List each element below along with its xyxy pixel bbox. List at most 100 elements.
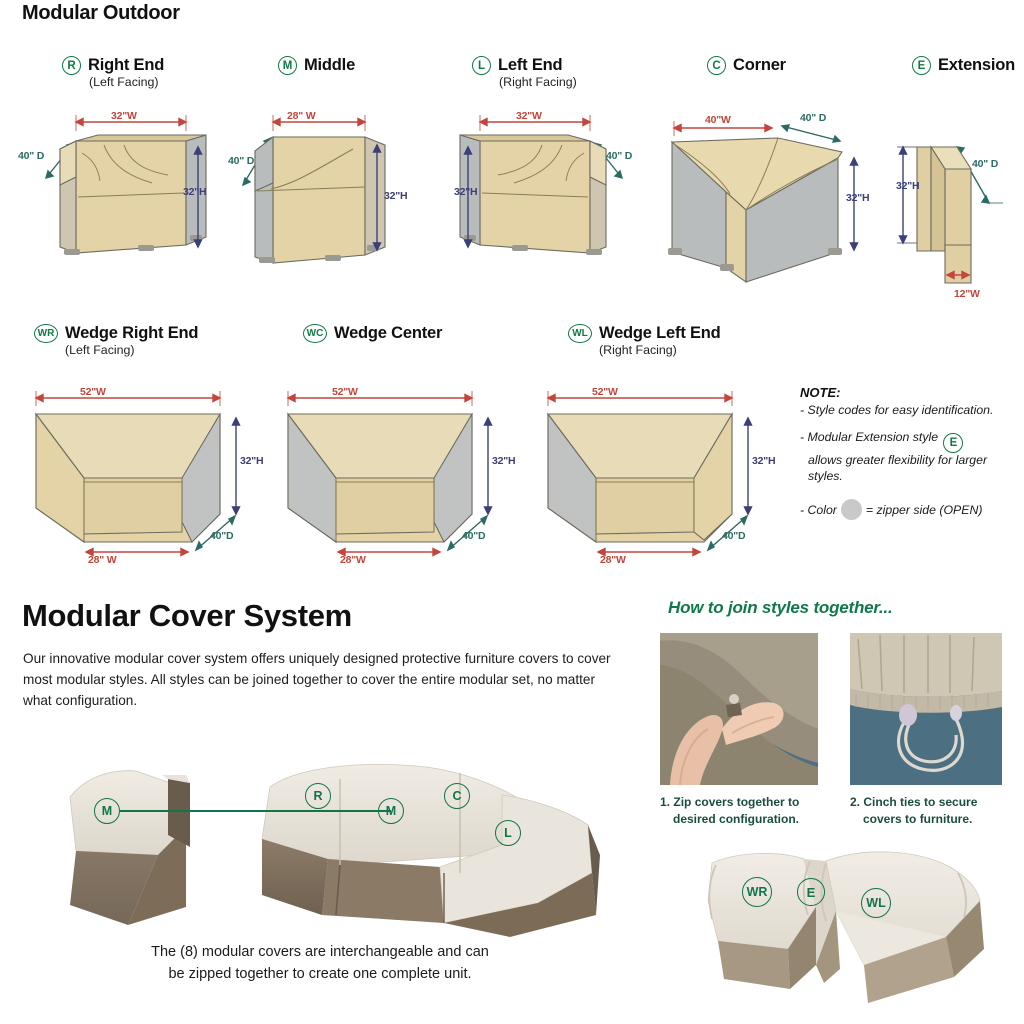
zipper-color-swatch xyxy=(840,499,862,521)
style-badge-wl: WL xyxy=(568,324,592,343)
howto-step-2-number: 2. xyxy=(850,795,861,809)
style-header-corner: C Corner xyxy=(707,56,786,75)
howto-step-1-line1: Zip covers together to xyxy=(673,795,800,809)
note-line-style-codes: - Style codes for easy identification. xyxy=(800,403,994,417)
style-sublabel-left-end: (Right Facing) xyxy=(499,75,577,89)
cover-system-paragraph: Our innovative modular cover system offe… xyxy=(23,651,611,709)
illustration-badge-e: E xyxy=(797,878,825,906)
page-title-modular-outdoor: Modular Outdoor xyxy=(22,2,180,24)
style-sublabel-wedge-right-end: (Left Facing) xyxy=(65,343,135,357)
note-color-text-part2: = zipper side (OPEN) xyxy=(865,503,983,518)
illustration-badge-l: L xyxy=(495,820,521,846)
style-label-corner: Corner xyxy=(733,56,786,74)
dim-height-right-end: 32"H xyxy=(183,186,207,198)
dim-height-left-end: 32"H xyxy=(454,186,478,198)
style-badge-l: L xyxy=(472,56,491,75)
illustration-badge-m-right: M xyxy=(378,798,404,824)
dim-width2-wedge-right-end: 28" W xyxy=(88,554,117,566)
style-header-right-end: R Right End (Left Facing) xyxy=(62,56,164,89)
diagram-middle xyxy=(225,105,425,285)
note-block: NOTE: - Style codes for easy identificat… xyxy=(800,385,1015,531)
dim-depth-right-end: 40" D xyxy=(18,150,45,162)
style-header-left-end: L Left End (Right Facing) xyxy=(472,56,577,89)
howto-step-1: 1. Zip covers together to desired config… xyxy=(660,794,820,828)
diagram-extension xyxy=(885,125,1020,305)
style-label-wedge-center: Wedge Center xyxy=(334,324,443,342)
dim-width2-wedge-left-end: 28"W xyxy=(600,554,626,566)
illustration-badge-wl: WL xyxy=(861,888,891,918)
note-line-color: - Color = zipper side (OPEN) xyxy=(800,499,1015,521)
style-badge-r: R xyxy=(62,56,81,75)
diagram-wedge-left-end xyxy=(532,382,792,572)
style-label-extension: Extension xyxy=(938,56,1016,74)
howto-step-2-line2: covers to furniture. xyxy=(863,811,973,826)
howto-step-1-line2: desired configuration. xyxy=(673,811,800,826)
dim-width-middle: 28" W xyxy=(287,110,316,122)
note-extension-text-part2: allows greater flexibility for larger st… xyxy=(808,453,988,484)
diagram-wedge-right-end xyxy=(20,382,280,572)
diagram-left-end xyxy=(442,105,652,285)
dim-depth-corner: 40" D xyxy=(800,112,827,124)
howto-step-1-number: 1. xyxy=(660,795,671,809)
dim-height-middle: 32"H xyxy=(384,190,408,202)
diagram-wedge-center xyxy=(272,382,532,572)
dim-width-corner: 40"W xyxy=(705,114,731,126)
style-badge-c: C xyxy=(707,56,726,75)
dim-depth-wedge-center: 40"D xyxy=(462,530,486,542)
dim-width-wedge-right-end: 52"W xyxy=(80,386,106,398)
diagram-right-end xyxy=(20,105,230,285)
style-header-middle: M Middle xyxy=(278,56,355,75)
diagram-corner xyxy=(650,100,890,285)
style-badge-wc: WC xyxy=(303,324,327,343)
page-title-cover-system: Modular Cover System xyxy=(22,598,352,633)
dim-depth-left-end: 40" D xyxy=(606,150,633,162)
style-header-wedge-right-end: WR Wedge Right End (Left Facing) xyxy=(34,324,198,357)
dim-width-right-end: 32"W xyxy=(111,110,137,122)
note-color-text-part1: - Color xyxy=(800,503,837,518)
badge-connector-line xyxy=(120,810,391,812)
dim-width-left-end: 32"W xyxy=(516,110,542,122)
style-label-wedge-right-end: Wedge Right End xyxy=(65,324,199,342)
note-line-extension: - Modular Extension style E allows great… xyxy=(800,430,1015,485)
illustration-caption: The (8) modular covers are interchangeab… xyxy=(40,942,600,986)
dim-width-wedge-center: 52"W xyxy=(332,386,358,398)
howto-step-2-line1: Cinch ties to secure xyxy=(863,795,978,809)
dim-width-extension: 12"W xyxy=(954,288,980,300)
style-badge-m: M xyxy=(278,56,297,75)
illustration-badge-m-left: M xyxy=(94,798,120,824)
dim-height-corner: 32"H xyxy=(846,192,870,204)
style-badge-wr: WR xyxy=(34,324,58,343)
illustration-badge-wr: WR xyxy=(742,877,772,907)
note-extension-text-part1: - Modular Extension style xyxy=(800,429,939,444)
illustration-badge-c: C xyxy=(444,783,470,809)
illustration-caption-line2: be zipped together to create one complet… xyxy=(168,965,472,982)
style-header-wedge-left-end: WL Wedge Left End (Right Facing) xyxy=(568,324,721,357)
dim-height-extension: 32"H xyxy=(896,180,920,192)
dim-width-wedge-left-end: 52"W xyxy=(592,386,618,398)
illustration-caption-line1: The (8) modular covers are interchangeab… xyxy=(151,944,489,960)
howto-photo-cinch xyxy=(850,633,1002,785)
dim-depth-wedge-right-end: 40"D xyxy=(210,530,234,542)
illustration-wedge-set xyxy=(668,845,1008,1010)
style-header-wedge-center: WC Wedge Center xyxy=(303,324,442,343)
style-label-left-end: Left End xyxy=(498,56,563,74)
style-label-right-end: Right End xyxy=(88,56,165,74)
style-sublabel-right-end: (Left Facing) xyxy=(89,75,159,89)
note-badge-e: E xyxy=(943,433,964,454)
dim-depth-wedge-left-end: 40"D xyxy=(722,530,746,542)
dim-height-wedge-right-end: 32"H xyxy=(240,455,264,467)
howto-step-2: 2. Cinch ties to secure covers to furnit… xyxy=(850,794,1010,828)
dim-depth-middle: 40" D xyxy=(228,155,255,167)
dim-height-wedge-center: 32"H xyxy=(492,455,516,467)
style-label-wedge-left-end: Wedge Left End xyxy=(599,324,721,342)
style-sublabel-wedge-left-end: (Right Facing) xyxy=(599,343,677,357)
style-header-extension: E Extension xyxy=(912,56,1015,75)
illustration-badge-r: R xyxy=(305,783,331,809)
howto-photo-zip xyxy=(660,633,818,786)
dim-height-wedge-left-end: 32"H xyxy=(752,455,776,467)
style-badge-e: E xyxy=(912,56,931,75)
dim-width2-wedge-center: 28"W xyxy=(340,554,366,566)
howto-join-title: How to join styles together... xyxy=(668,598,893,617)
style-label-middle: Middle xyxy=(304,56,356,74)
